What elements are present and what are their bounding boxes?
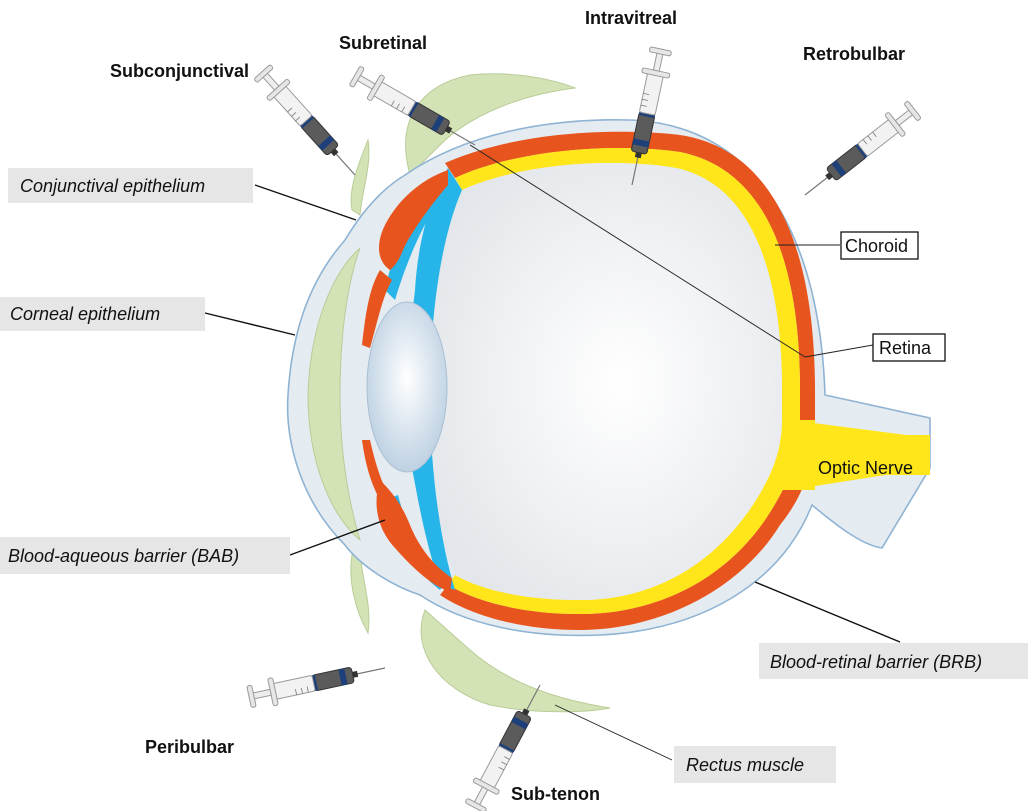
route-subtenon: Sub-tenon: [511, 784, 600, 804]
ciliary-body-bottom: [376, 480, 452, 592]
route-subconjunctival: Subconjunctival: [110, 61, 249, 81]
label-optic-nerve: Optic Nerve: [818, 458, 913, 478]
label-corneal-epithelium: Corneal epithelium: [10, 304, 160, 324]
label-blood-aqueous-barrier: Blood-aqueous barrier (BAB): [8, 546, 239, 566]
label-rectus-muscle: Rectus muscle: [686, 755, 804, 775]
rectus-muscle-bottom: [420, 609, 611, 713]
route-intravitreal: Intravitreal: [585, 8, 677, 28]
vitreous-body: [425, 163, 782, 600]
label-retina: Retina: [879, 338, 932, 358]
lens: [366, 301, 448, 473]
conjunctiva-top: [350, 138, 370, 216]
ciliary-body-top: [378, 170, 448, 270]
aqueous-region: [400, 168, 462, 590]
route-retrobulbar: Retrobulbar: [803, 44, 905, 64]
label-blood-retinal-barrier: Blood-retinal barrier (BRB): [770, 652, 982, 672]
syringe-subconjunctival: [250, 61, 367, 185]
conjunctiva-bottom: [350, 551, 370, 635]
route-peribulbar: Peribulbar: [145, 737, 234, 757]
syringe-peribulbar: [245, 653, 389, 712]
label-choroid: Choroid: [845, 236, 908, 256]
syringe-retrobulbar: [795, 97, 924, 207]
cornea: [307, 247, 361, 542]
label-conjunctival-epithelium: Conjunctival epithelium: [20, 176, 205, 196]
route-subretinal: Subretinal: [339, 33, 427, 53]
